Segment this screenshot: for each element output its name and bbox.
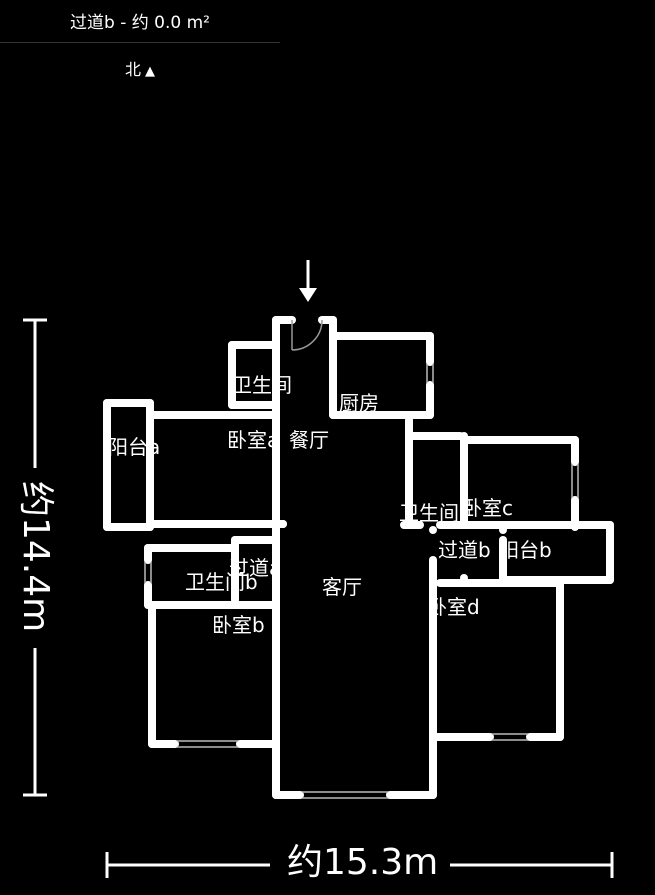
selected-room-title: 过道b - 约 0.0 m² bbox=[70, 13, 210, 33]
room-label-living[interactable]: 客厅 bbox=[322, 575, 362, 599]
room-label-bathroom-c[interactable]: 卫生间 bbox=[399, 501, 459, 525]
width-dimension-label: 约15.3m bbox=[287, 842, 439, 883]
room-label-bedroom-c[interactable]: 卧室c bbox=[462, 496, 513, 520]
wall-joints bbox=[272, 396, 507, 612]
room-label-bathroom-b[interactable]: 卫生间b bbox=[185, 570, 258, 594]
entry-door-icon bbox=[291, 319, 323, 351]
room-label-corridor-b[interactable]: 过道b bbox=[438, 538, 491, 562]
height-dimension-label: 约14.4m bbox=[15, 481, 56, 633]
walls bbox=[103, 316, 614, 799]
room-label-bathroom-a[interactable]: 卫生间 bbox=[232, 373, 292, 397]
room-label-bedroom-d[interactable]: 卧室d bbox=[427, 595, 480, 619]
room-label-balcony-a[interactable]: 阳台a bbox=[108, 435, 161, 459]
room-label-dining[interactable]: 餐厅 bbox=[289, 428, 329, 452]
entrance-arrow-icon bbox=[299, 260, 317, 302]
header-bar: 过道b - 约 0.0 m² bbox=[0, 0, 280, 43]
north-label: 北 bbox=[124, 60, 141, 79]
width-dimension-line bbox=[105, 852, 614, 878]
room-label-kitchen[interactable]: 厨房 bbox=[339, 391, 379, 415]
room-label-bedroom-b[interactable]: 卧室b bbox=[212, 613, 265, 637]
height-dimension-line bbox=[23, 318, 47, 797]
room-label-corridor-a[interactable]: 过道a bbox=[229, 556, 282, 580]
room-label-bedroom-a[interactable]: 卧室a bbox=[227, 428, 280, 452]
windows bbox=[144, 364, 579, 799]
north-arrow-icon: ▲ bbox=[145, 64, 155, 79]
north-indicator: 北▲ bbox=[0, 56, 280, 80]
room-label-balcony-b[interactable]: 阳台b bbox=[499, 538, 552, 562]
